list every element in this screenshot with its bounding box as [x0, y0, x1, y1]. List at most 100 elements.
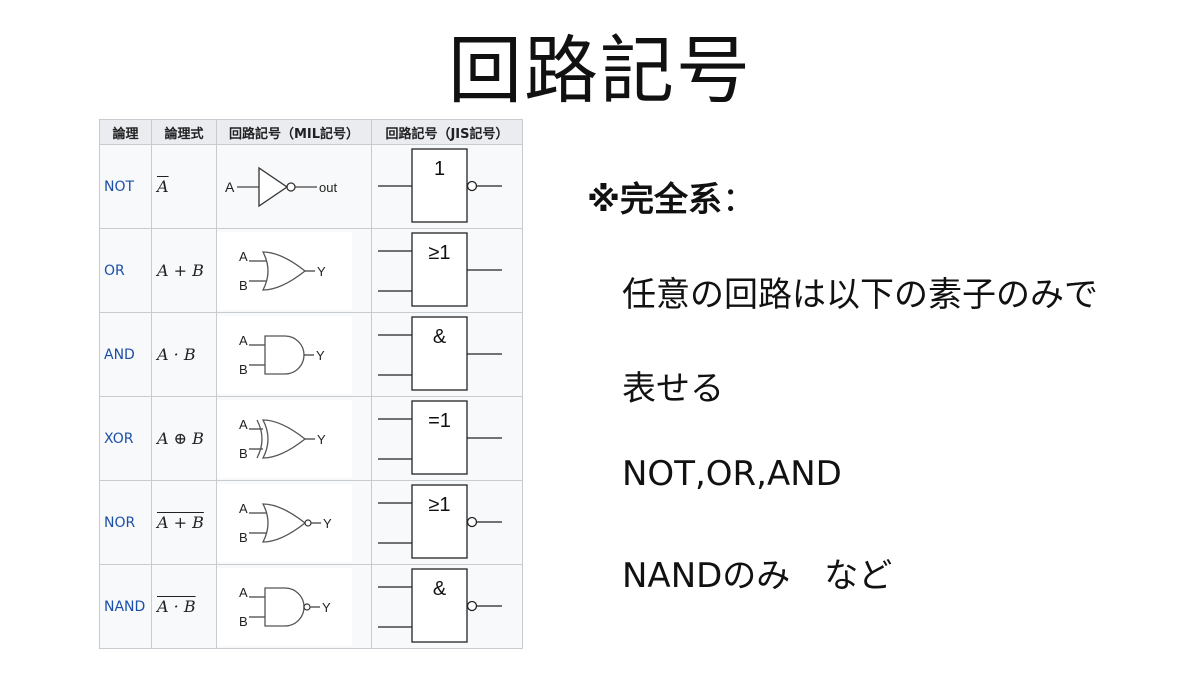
or-mil-symbol: AB Y	[239, 249, 326, 293]
and-gate-body	[264, 586, 305, 627]
gate-name-link[interactable]: NAND	[99, 564, 152, 649]
xor-mil-symbol: ABY	[239, 417, 326, 461]
gate-name-link[interactable]: AND	[99, 312, 152, 397]
output-label: Y	[322, 600, 331, 615]
complete-system-label: ※完全系	[587, 180, 723, 220]
jis-box	[411, 400, 468, 475]
nand-jis-symbol: &	[378, 568, 502, 643]
note-line-3: NOT,OR,AND	[622, 454, 842, 494]
nand-mil-symbol: AB Y	[239, 585, 331, 629]
inverter-bubble	[303, 602, 311, 611]
output-label: out	[319, 180, 337, 195]
inverter-bubble	[286, 181, 296, 192]
or-gate-body	[261, 418, 307, 459]
xor-extra-curve	[256, 419, 263, 458]
and-jis-symbol: &	[378, 316, 502, 391]
not-gate-triangle	[258, 166, 289, 207]
jis-label: =1	[428, 410, 451, 432]
gate-expression: A · B	[157, 345, 196, 364]
output-label: Y	[317, 432, 326, 447]
gate-expression-cell: A · B	[151, 564, 217, 649]
gate-expression: A · B	[157, 597, 196, 616]
jis-label: &	[433, 326, 447, 348]
gate-expression-cell: A · B	[151, 312, 217, 397]
jis-label: 1	[434, 158, 445, 180]
inverter-bubble	[466, 600, 478, 612]
note-line-1: 任意の回路は以下の素子のみで	[622, 275, 1098, 315]
inverter-bubble	[466, 180, 478, 192]
jis-symbol-cell: =1	[371, 396, 523, 481]
jis-symbol-cell: &	[371, 312, 523, 397]
gate-name-link[interactable]: XOR	[99, 396, 152, 481]
gate-expression-cell: A + B	[151, 480, 217, 565]
header-mil-symbol: 回路記号（MIL記号）	[216, 119, 372, 145]
nor-mil-symbol: AB Y	[239, 501, 332, 545]
output-label: Y	[323, 516, 332, 531]
note-line-4: NANDのみ など	[622, 556, 893, 596]
input-b-label: B	[239, 530, 248, 545]
jis-box	[411, 232, 468, 307]
input-a-label: A	[239, 585, 248, 600]
jis-symbol-cell: &	[371, 564, 523, 649]
slide-title: 回路記号	[448, 28, 752, 114]
gate-expression-cell: A	[151, 144, 217, 229]
jis-label: &	[433, 578, 447, 600]
output-label: Y	[317, 264, 326, 279]
jis-symbol-cell: ≥1	[371, 480, 523, 565]
xor-jis-symbol: =1	[378, 400, 502, 475]
input-b-label: B	[239, 278, 248, 293]
output-label: Y	[316, 348, 325, 363]
and-mil-symbol: AB Y	[239, 333, 325, 377]
header-jis-symbol: 回路記号（JIS記号）	[371, 119, 523, 145]
gate-expression: A ⊕ B	[157, 429, 204, 448]
not-jis-symbol: 1	[378, 148, 502, 223]
input-a-label: A	[239, 501, 248, 516]
gate-expression: A + B	[157, 513, 204, 532]
jis-label: ≥1	[428, 242, 450, 264]
input-b-label: B	[239, 614, 248, 629]
jis-symbol-cell: 1	[371, 144, 523, 229]
gate-expression: A	[157, 177, 169, 196]
nor-jis-symbol: ≥1	[378, 484, 502, 559]
and-gate-body	[264, 334, 305, 375]
complete-system-heading: ※完全系：	[587, 172, 756, 221]
header-expression: 論理式	[151, 119, 217, 145]
gate-name-link[interactable]: NOT	[99, 144, 152, 229]
gate-name-link[interactable]: OR	[99, 228, 152, 313]
gate-expression-cell: A + B	[151, 228, 217, 313]
input-b-label: B	[239, 362, 248, 377]
table-header-row: 論理 論理式 回路記号（MIL記号） 回路記号（JIS記号）	[99, 119, 523, 145]
input-a-label: A	[239, 249, 248, 264]
jis-label: ≥1	[428, 494, 450, 516]
gate-expression-cell: A ⊕ B	[151, 396, 217, 481]
note-line-2: 表せる	[622, 369, 724, 409]
or-gate-body	[261, 502, 307, 543]
inverter-bubble	[466, 516, 478, 528]
input-b-label: B	[239, 446, 248, 461]
gate-expression: A + B	[157, 261, 204, 280]
jis-box	[411, 316, 468, 391]
input-a-label: A	[239, 333, 248, 348]
heading-colon: ：	[722, 180, 757, 220]
or-jis-symbol: ≥1	[378, 232, 502, 307]
input-a-label: A	[225, 179, 235, 195]
gate-name-link[interactable]: NOR	[99, 480, 152, 565]
or-gate-body	[261, 250, 307, 291]
